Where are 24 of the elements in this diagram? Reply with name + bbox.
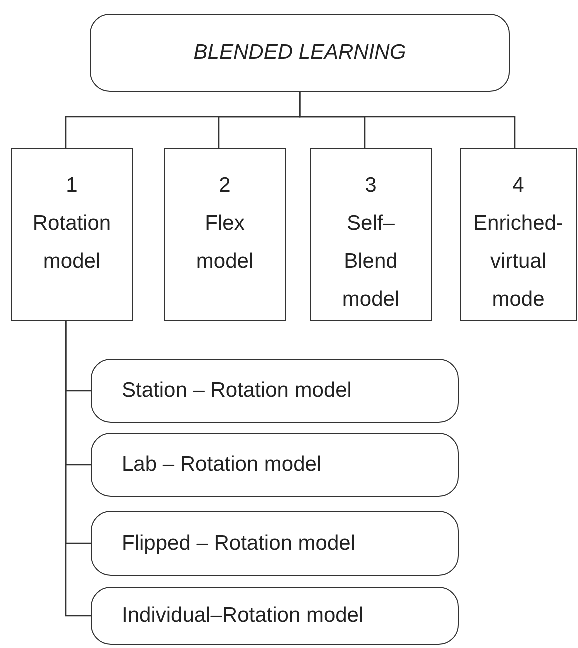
model-number: 3 bbox=[364, 173, 378, 199]
rounded-box bbox=[90, 14, 510, 92]
rounded-box bbox=[91, 587, 459, 645]
node-label: Lab – Rotation model bbox=[122, 453, 322, 477]
model-number: 2 bbox=[218, 173, 232, 199]
model-number: 1 bbox=[65, 173, 79, 199]
node-label: Station – Rotation model bbox=[122, 379, 352, 403]
node-label: BLENDED LEARNING bbox=[194, 41, 406, 65]
node-label: Enriched- virtual mode bbox=[474, 211, 564, 313]
node-label: Flipped – Rotation model bbox=[122, 532, 356, 556]
rounded-box bbox=[91, 359, 459, 423]
rounded-box bbox=[91, 433, 459, 497]
node-label: Flex model bbox=[196, 211, 254, 275]
connector-line bbox=[299, 92, 516, 148]
node-label: Self– Blend model bbox=[342, 211, 400, 313]
model-box bbox=[310, 148, 432, 321]
model-box bbox=[11, 148, 133, 321]
rounded-box bbox=[91, 511, 459, 576]
node-label: Individual–Rotation model bbox=[122, 604, 364, 628]
model-box bbox=[460, 148, 577, 321]
node-label: Rotation model bbox=[32, 211, 112, 275]
connector-line bbox=[65, 321, 91, 617]
model-number: 4 bbox=[512, 173, 526, 199]
model-box bbox=[164, 148, 286, 321]
